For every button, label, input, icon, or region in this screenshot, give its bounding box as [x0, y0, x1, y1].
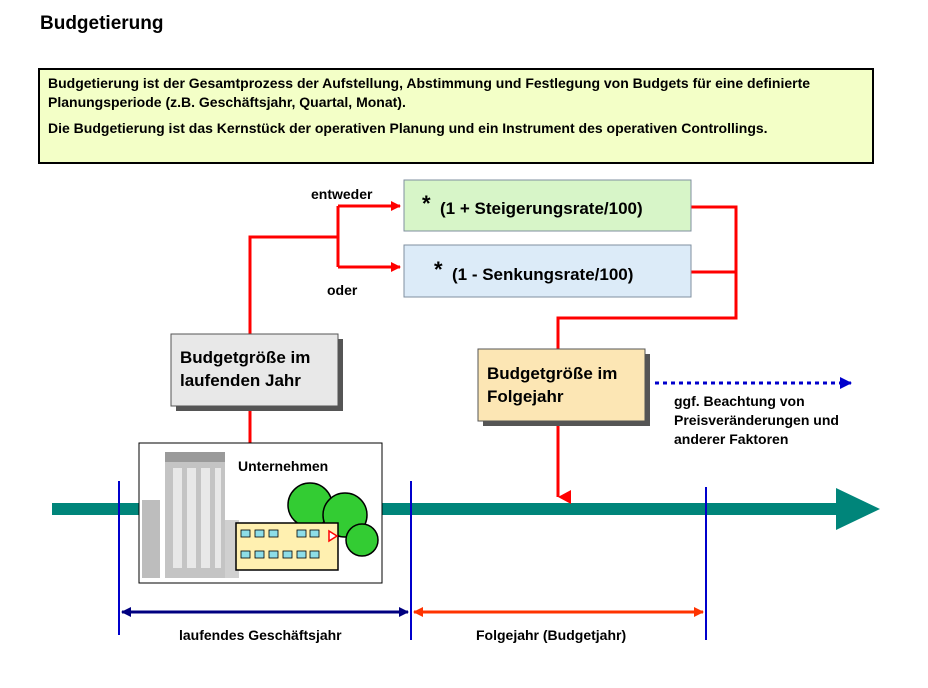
definition-text-1: Budgetierung ist der Gesamtprozess der A…: [48, 75, 811, 110]
next-year-label: Folgejahr (Budgetjahr): [476, 627, 627, 643]
factory-icon: [235, 522, 339, 571]
entweder-label: entweder: [311, 186, 373, 202]
current-year-label: laufendes Geschäftsjahr: [179, 627, 342, 643]
decrease-box: [403, 244, 692, 298]
next-budget-line2: Folgejahr: [487, 387, 564, 406]
oder-label: oder: [327, 282, 358, 298]
office-building-icon: [142, 452, 239, 578]
decrease-formula: (1 - Senkungsrate/100): [452, 265, 634, 284]
definition-box: Budgetierung ist der Gesamtprozess der A…: [38, 68, 874, 164]
page-title: Budgetierung: [40, 13, 164, 34]
next-budget-line1: Budgetgröße im: [487, 364, 618, 383]
increase-formula: (1 + Steigerungsrate/100): [440, 199, 643, 218]
note-line2: Preisveränderungen und: [674, 412, 839, 428]
current-budget-line1: Budgetgröße im: [180, 348, 311, 367]
increase-star: *: [422, 191, 431, 216]
decrease-star: *: [434, 257, 443, 282]
note-line1: ggf. Beachtung von: [674, 393, 805, 409]
company-illustration: [138, 442, 383, 584]
increase-box: [403, 179, 692, 232]
definition-text-2: Die Budgetierung ist das Kernstück der o…: [48, 120, 768, 136]
next-budget-box: [477, 348, 646, 422]
current-budget-line2: laufenden Jahr: [180, 371, 301, 390]
current-budget-box: [170, 333, 339, 407]
company-label: Unternehmen: [238, 458, 329, 474]
note-line3: anderer Faktoren: [674, 431, 789, 447]
